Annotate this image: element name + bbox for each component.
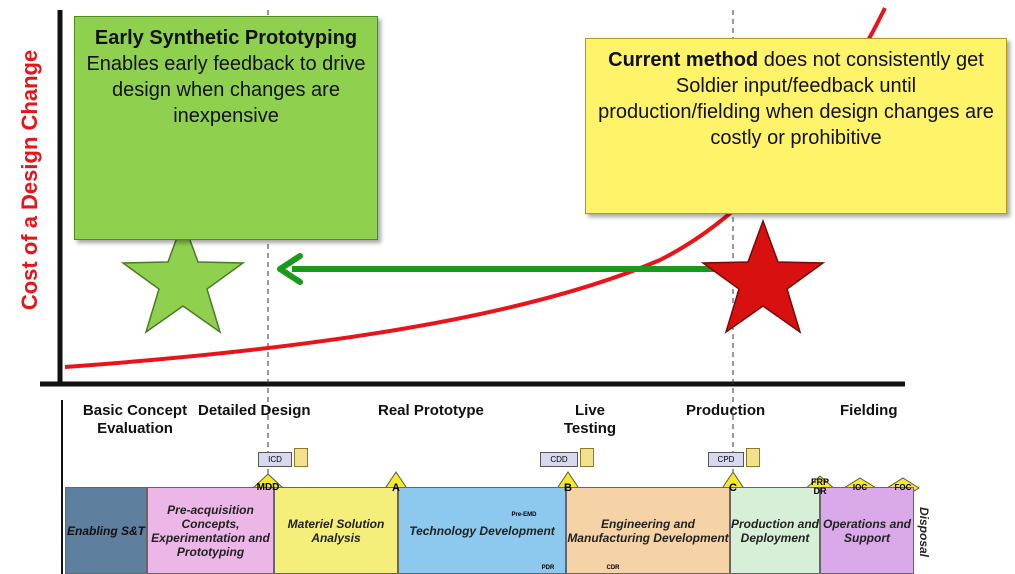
y-axis-label-text: Cost of a Design Change	[17, 49, 42, 311]
cdd-chip: CDD	[540, 452, 578, 467]
cpd-chip: CPD	[708, 452, 744, 467]
block-disposal: Disposal	[916, 492, 932, 572]
milestone-c-label: C	[729, 482, 737, 494]
block-emd: Engineering and Manufacturing Developmen…	[566, 487, 730, 574]
milestone-b-label: B	[564, 482, 572, 494]
current-method-heading: Current method	[608, 49, 759, 71]
block-enabling-st: Enabling S&T	[65, 487, 147, 574]
block-technology-development: Technology Development	[398, 487, 566, 574]
current-method-text: does not consistently get Soldier input/…	[598, 49, 994, 149]
phase-basic-concept: Basic Concept Evaluation	[82, 402, 188, 437]
disposal-label: Disposal	[917, 506, 931, 558]
early-prototyping-heading: Early Synthetic Prototyping	[94, 27, 358, 49]
block-production-deployment: Production and Deployment	[730, 487, 820, 574]
milestone-mdd-label: MDD	[256, 482, 280, 493]
milestone-frp-label: FRP DR	[811, 477, 829, 496]
phase-real-prototype: Real Prototype	[378, 402, 484, 419]
milestone-pdr-label: PDR	[541, 565, 555, 571]
icd-chip: ICD	[258, 452, 292, 467]
early-prototyping-text: Enables early feedback to drive design w…	[86, 53, 366, 127]
current-method-callout: Current method does not consistently get…	[585, 38, 1007, 214]
phase-production: Production	[686, 402, 766, 419]
block-operations-support: Operations and Support	[820, 487, 914, 574]
milestone-a-label: A	[392, 482, 400, 494]
document-icon	[294, 448, 308, 467]
document-icon	[580, 448, 594, 467]
phase-live-testing: Live Testing	[563, 402, 617, 437]
red-star-icon	[700, 218, 826, 334]
document-icon	[746, 448, 760, 467]
milestone-foc-label: FOC	[894, 483, 912, 492]
phase-detailed-design: Detailed Design	[198, 402, 311, 419]
y-axis-label: Cost of a Design Change	[10, 0, 50, 360]
block-pre-acquisition: Pre-acquisition Concepts, Experimentatio…	[147, 487, 274, 574]
milestone-ioc-label: IOC	[852, 483, 868, 492]
arrow-head	[277, 253, 303, 285]
phase-fielding: Fielding	[840, 402, 898, 419]
early-prototyping-callout: Early Synthetic Prototyping Enables earl…	[74, 16, 378, 240]
green-star-icon	[120, 218, 246, 334]
block-materiel-solution: Materiel Solution Analysis	[274, 487, 398, 574]
milestone-cdr-label: CDR	[606, 565, 620, 571]
milestone-pre-emd-label: Pre-EMD	[511, 512, 537, 518]
